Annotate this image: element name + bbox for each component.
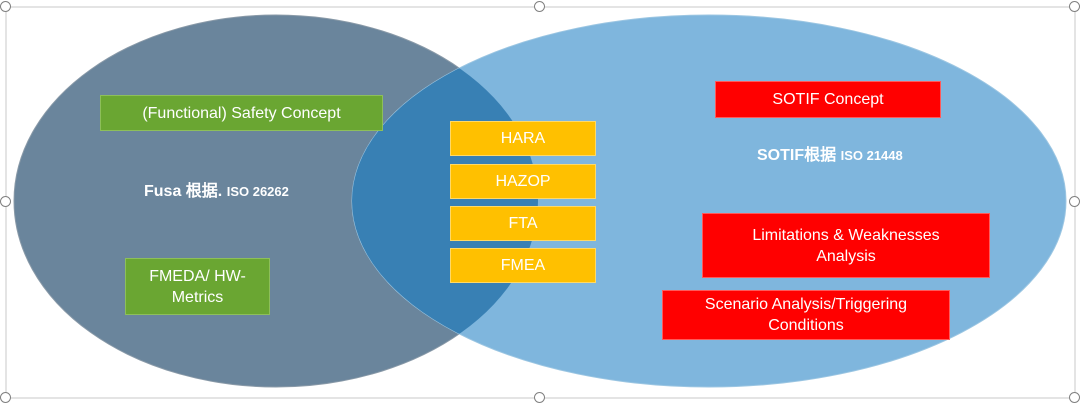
hazop-text: HAZOP — [495, 173, 551, 190]
fusa-title-main: Fusa 根据. — [144, 183, 223, 200]
resize-handle-middle-left[interactable] — [0, 196, 11, 207]
hara-box: HARA — [450, 121, 596, 156]
scenario-line1: Scenario Analysis/Triggering — [704, 296, 908, 313]
resize-handle-bottom-right[interactable] — [1069, 392, 1080, 403]
functional-safety-concept-box: (Functional) Safety Concept — [100, 95, 383, 131]
sotif-concept-box: SOTIF Concept — [715, 81, 941, 118]
fmeda-box: FMEDA/ HW- Metrics — [125, 258, 270, 315]
scenario-analysis-box: Scenario Analysis/Triggering Conditions — [662, 290, 950, 340]
resize-handle-bottom-left[interactable] — [0, 392, 11, 403]
resize-handle-bottom-center[interactable] — [534, 392, 545, 403]
fmea-box: FMEA — [450, 248, 596, 283]
limitations-line2: Analysis — [816, 247, 876, 265]
resize-handle-middle-right[interactable] — [1069, 196, 1080, 207]
limitations-line1: Limitations & Weaknesses — [752, 226, 940, 244]
hazop-box: HAZOP — [450, 164, 596, 199]
limitations-box: Limitations & Weaknesses Analysis — [702, 213, 990, 278]
fta-box: FTA — [450, 206, 596, 241]
resize-handle-top-right[interactable] — [1069, 1, 1080, 12]
sotif-title-std: ISO 21448 — [840, 148, 903, 163]
fta-text: FTA — [508, 215, 538, 232]
sotif-title-main: SOTIF根据 — [757, 147, 837, 164]
hara-text: HARA — [500, 130, 546, 147]
resize-handle-top-left[interactable] — [0, 1, 11, 12]
fusa-title: Fusa 根据. ISO 26262 — [144, 177, 289, 201]
fusa-title-std: ISO 26262 — [226, 184, 289, 199]
sotif-concept-text: SOTIF Concept — [772, 91, 884, 108]
sotif-title: SOTIF根据 ISO 21448 — [757, 141, 903, 165]
functional-safety-concept-text: (Functional) Safety Concept — [142, 104, 341, 122]
fmeda-line1: FMEDA/ HW- — [149, 267, 246, 285]
fmeda-line2: Metrics — [171, 288, 224, 306]
scenario-line2: Conditions — [768, 317, 844, 334]
fmea-text: FMEA — [500, 257, 546, 274]
resize-handle-top-center[interactable] — [534, 1, 545, 12]
